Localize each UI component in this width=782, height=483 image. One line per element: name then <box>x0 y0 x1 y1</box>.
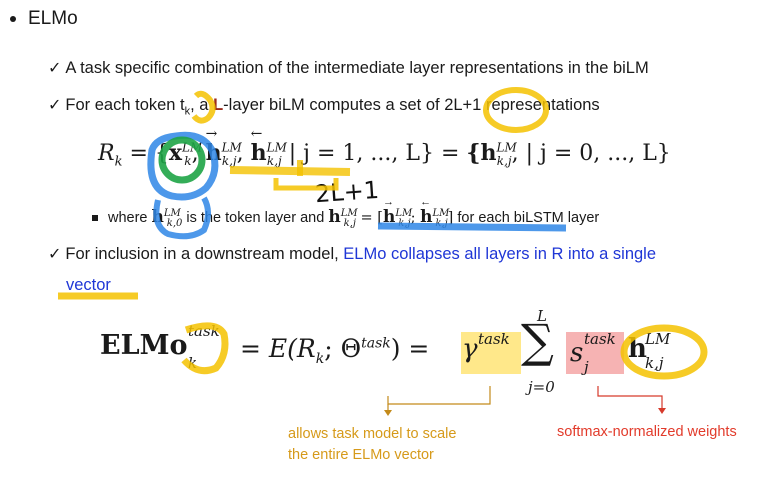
check-item-2: ✓For each token tk, a L-layer biLM compu… <box>48 95 600 117</box>
slide-title: ELMo <box>10 8 78 30</box>
eq1-set2: {h <box>466 140 497 166</box>
h-final-circle <box>620 324 708 380</box>
sub-h-bwd: h <box>420 207 433 227</box>
check-item-3: ✓For inclusion in a downstream model, EL… <box>48 244 656 264</box>
sub-a: where <box>108 210 152 226</box>
line2-L: L <box>213 96 224 114</box>
eq2-s: s <box>570 338 584 368</box>
eq2-theta-sup: task <box>361 335 391 352</box>
line3-vector: vector <box>66 276 111 294</box>
line2-a: For each token t <box>65 96 185 114</box>
eq2-sub: k <box>188 354 198 372</box>
sub-h0-sub: k,0 <box>166 217 183 229</box>
sub-close: ] <box>447 210 454 226</box>
gamma-highlight <box>461 332 521 374</box>
eq1-lhs-sub: k <box>114 154 123 170</box>
eq1-eq2: = <box>440 141 460 166</box>
s-arrow-head <box>658 408 666 414</box>
eq2-eq: = E(R <box>240 334 316 363</box>
square-bullet <box>92 215 98 222</box>
tk-highlight <box>191 90 216 124</box>
eq2-mid: = E(Rk; Θtask) = <box>240 334 429 367</box>
eq1-h-bwd: h <box>250 140 267 166</box>
sub-h-fwd: h <box>382 207 396 227</box>
eq1-eq: = <box>129 141 148 166</box>
h0-blue-mark <box>153 196 211 240</box>
title-text: ELMo <box>28 8 78 29</box>
eq2-gamma-sup: task <box>478 330 510 348</box>
eq2-gamma: γ <box>462 334 478 364</box>
s-highlight <box>566 332 624 374</box>
check-icon: ✓ <box>48 246 62 263</box>
sub-h0-sup: LM <box>163 208 181 220</box>
s-note: softmax-normalized weights <box>557 424 737 440</box>
eq1-set2-sub: k,j <box>496 154 512 169</box>
sub-hb-sup: LM <box>432 208 450 220</box>
eq2-sum-top: L <box>537 307 547 325</box>
check-icon: ✓ <box>48 97 62 114</box>
eq2-s-sub: j <box>584 358 589 376</box>
circle-2L1 <box>483 87 549 133</box>
eq2-h-sub: k,j <box>645 354 664 372</box>
bullet-dot <box>10 15 16 22</box>
sub-b: is the token layer and <box>182 210 329 226</box>
eq2-s-sup: task <box>584 330 616 348</box>
check-icon: ✓ <box>48 60 62 77</box>
h-underline <box>229 166 351 176</box>
eq1-hf-sub: k,j <box>221 154 237 169</box>
h-def-underline <box>377 222 567 232</box>
sub-c: for each biLSTM layer <box>453 210 600 226</box>
sub-semi: ; <box>410 210 421 226</box>
x-blue-mark <box>147 131 219 201</box>
gamma-note: allows task model to scale the entire EL… <box>288 424 456 466</box>
line1-text: A task specific combination of the inter… <box>65 59 649 77</box>
eq2-sum: ∑ <box>521 314 554 368</box>
line2-2L1: 2L+1 <box>444 96 482 114</box>
sub-eq: = [ <box>355 210 383 226</box>
sub-hf-sup: LM <box>395 208 413 220</box>
line2-b: , a <box>190 96 214 114</box>
elmo-k-mark <box>181 322 229 375</box>
line2-d: -layer biLM computes a set of <box>223 96 445 114</box>
eq2-theta: ; Θ <box>324 334 362 363</box>
h-bracket-1 <box>273 178 318 191</box>
eq1-lhs: R <box>98 141 115 166</box>
gamma-bracket <box>387 386 491 405</box>
gamma-note-line2: the entire ELMo vector <box>288 447 434 463</box>
sub-h-sup: LM <box>340 208 358 220</box>
gamma-arrow-head <box>384 410 392 416</box>
eq2-close: ) = <box>390 334 430 363</box>
eq2-h-sup: LM <box>645 330 671 348</box>
gamma-note-line1: allows task model to scale <box>288 426 457 442</box>
line3-a: For inclusion in a downstream model, <box>65 245 344 263</box>
eq2-elmo: ELMo <box>100 330 188 361</box>
eq1-x-sub: k <box>184 154 192 169</box>
sub-h: h <box>328 207 341 227</box>
eq1-cond2: , | j = 0, ..., L} <box>511 141 671 166</box>
x-green-circle <box>158 136 206 184</box>
sub-bullet: where hLMk,0 is the token layer and hLMk… <box>92 196 600 229</box>
eq2-sum-bot: j=0 <box>528 378 555 396</box>
h-bracket-2 <box>318 178 339 191</box>
eq1-hb-sub: k,j <box>266 154 282 169</box>
check-item-1: ✓A task specific combination of the inte… <box>48 58 649 78</box>
line3-blue: ELMo collapses all layers in R into a si… <box>343 245 657 263</box>
eq1-hf-sup: LM <box>221 140 242 155</box>
eq2-eq-sub: k <box>315 351 325 367</box>
equation-elmo: ELMo <box>100 330 187 390</box>
eq1-hb-sup: LM <box>266 140 287 155</box>
eq1-cond: | j = 1, ..., L} <box>288 141 434 166</box>
sub-h-sub: k,j <box>343 217 356 229</box>
line2-sub: k <box>184 105 191 118</box>
s-bracket <box>597 386 663 412</box>
eq1-set2-sup: LM <box>496 140 517 155</box>
